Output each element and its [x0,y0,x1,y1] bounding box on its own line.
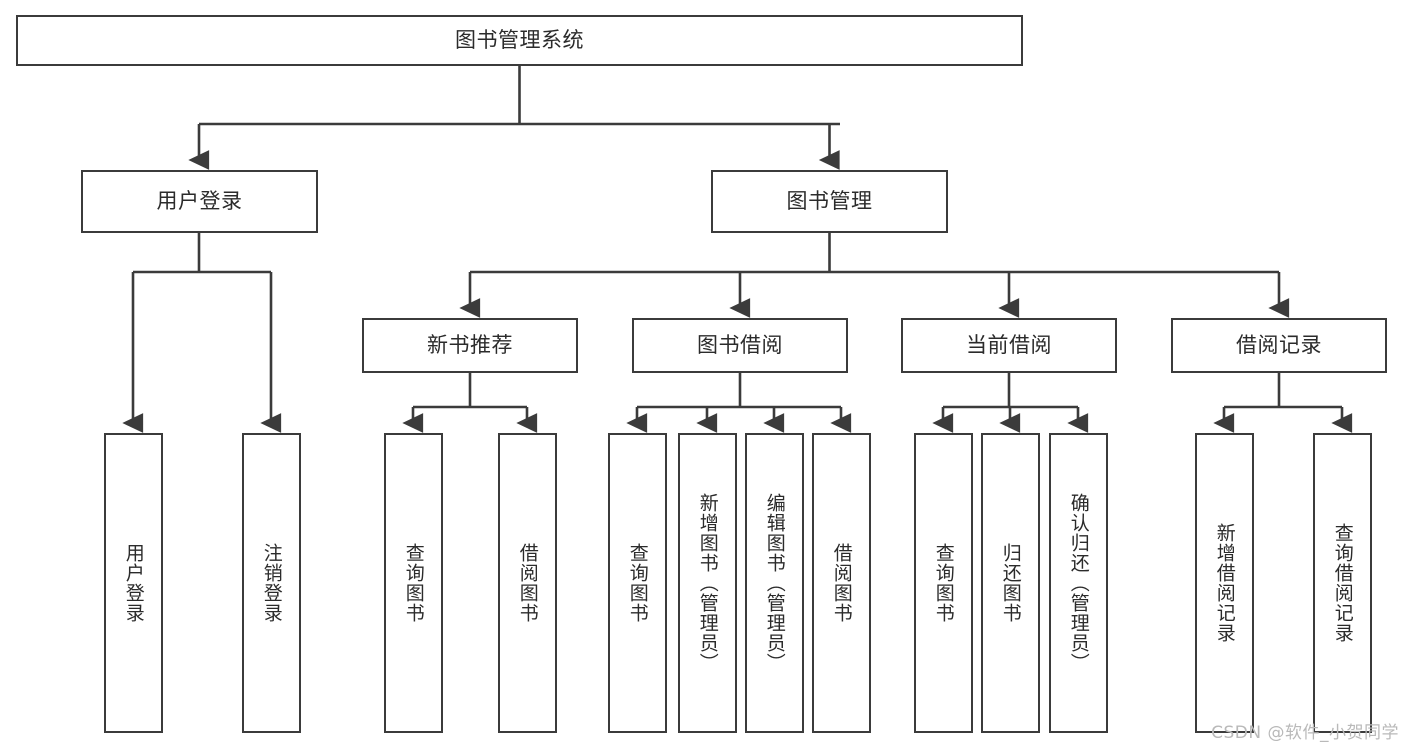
node-label: 查询图书 [402,543,425,623]
node-label: 新增图书（管理员） [696,493,719,673]
node-leaf-return-book[interactable]: 归还图书 [981,433,1040,733]
node-leaf-logout[interactable]: 注销登录 [242,433,301,733]
node-book-borrow[interactable]: 图书借阅 [632,318,848,373]
node-current-borrow[interactable]: 当前借阅 [901,318,1117,373]
node-root-book-management-system[interactable]: 图书管理系统 [16,15,1023,66]
node-leaf-user-login[interactable]: 用户登录 [104,433,163,733]
node-leaf-query-book-current[interactable]: 查询图书 [914,433,973,733]
node-label: 图书管理系统 [455,27,584,52]
watermark-text: CSDN @软件_小贺同学 [1211,723,1399,743]
node-user-login[interactable]: 用户登录 [81,170,318,233]
node-leaf-borrow-book-recommend[interactable]: 借阅图书 [498,433,557,733]
node-label: 借阅记录 [1236,332,1322,357]
node-label: 用户登录 [122,543,145,623]
node-label: 当前借阅 [966,332,1052,357]
node-label: 图书借阅 [697,332,783,357]
node-label: 新书推荐 [427,332,513,357]
node-label: 查询图书 [626,543,649,623]
node-label: 用户登录 [156,188,243,213]
node-label: 编辑图书（管理员） [763,493,786,673]
node-leaf-query-book-recommend[interactable]: 查询图书 [384,433,443,733]
node-new-book-recommend[interactable]: 新书推荐 [362,318,578,373]
node-label: 查询借阅记录 [1331,523,1354,643]
node-leaf-add-borrow-record[interactable]: 新增借阅记录 [1195,433,1254,733]
node-leaf-add-book-admin[interactable]: 新增图书（管理员） [678,433,737,733]
node-leaf-edit-book-admin[interactable]: 编辑图书（管理员） [745,433,804,733]
node-label: 注销登录 [260,543,283,623]
node-label: 借阅图书 [516,543,539,623]
node-label: 借阅图书 [830,543,853,623]
node-leaf-borrow-book[interactable]: 借阅图书 [812,433,871,733]
node-borrow-record[interactable]: 借阅记录 [1171,318,1387,373]
node-book-management[interactable]: 图书管理 [711,170,948,233]
node-label: 查询图书 [932,543,955,623]
node-label: 确认归还（管理员） [1067,493,1090,673]
node-label: 新增借阅记录 [1213,523,1236,643]
node-label: 图书管理 [786,188,873,213]
node-leaf-confirm-return-admin[interactable]: 确认归还（管理员） [1049,433,1108,733]
node-leaf-query-borrow-record[interactable]: 查询借阅记录 [1313,433,1372,733]
node-leaf-query-book-borrow[interactable]: 查询图书 [608,433,667,733]
node-label: 归还图书 [999,543,1022,623]
